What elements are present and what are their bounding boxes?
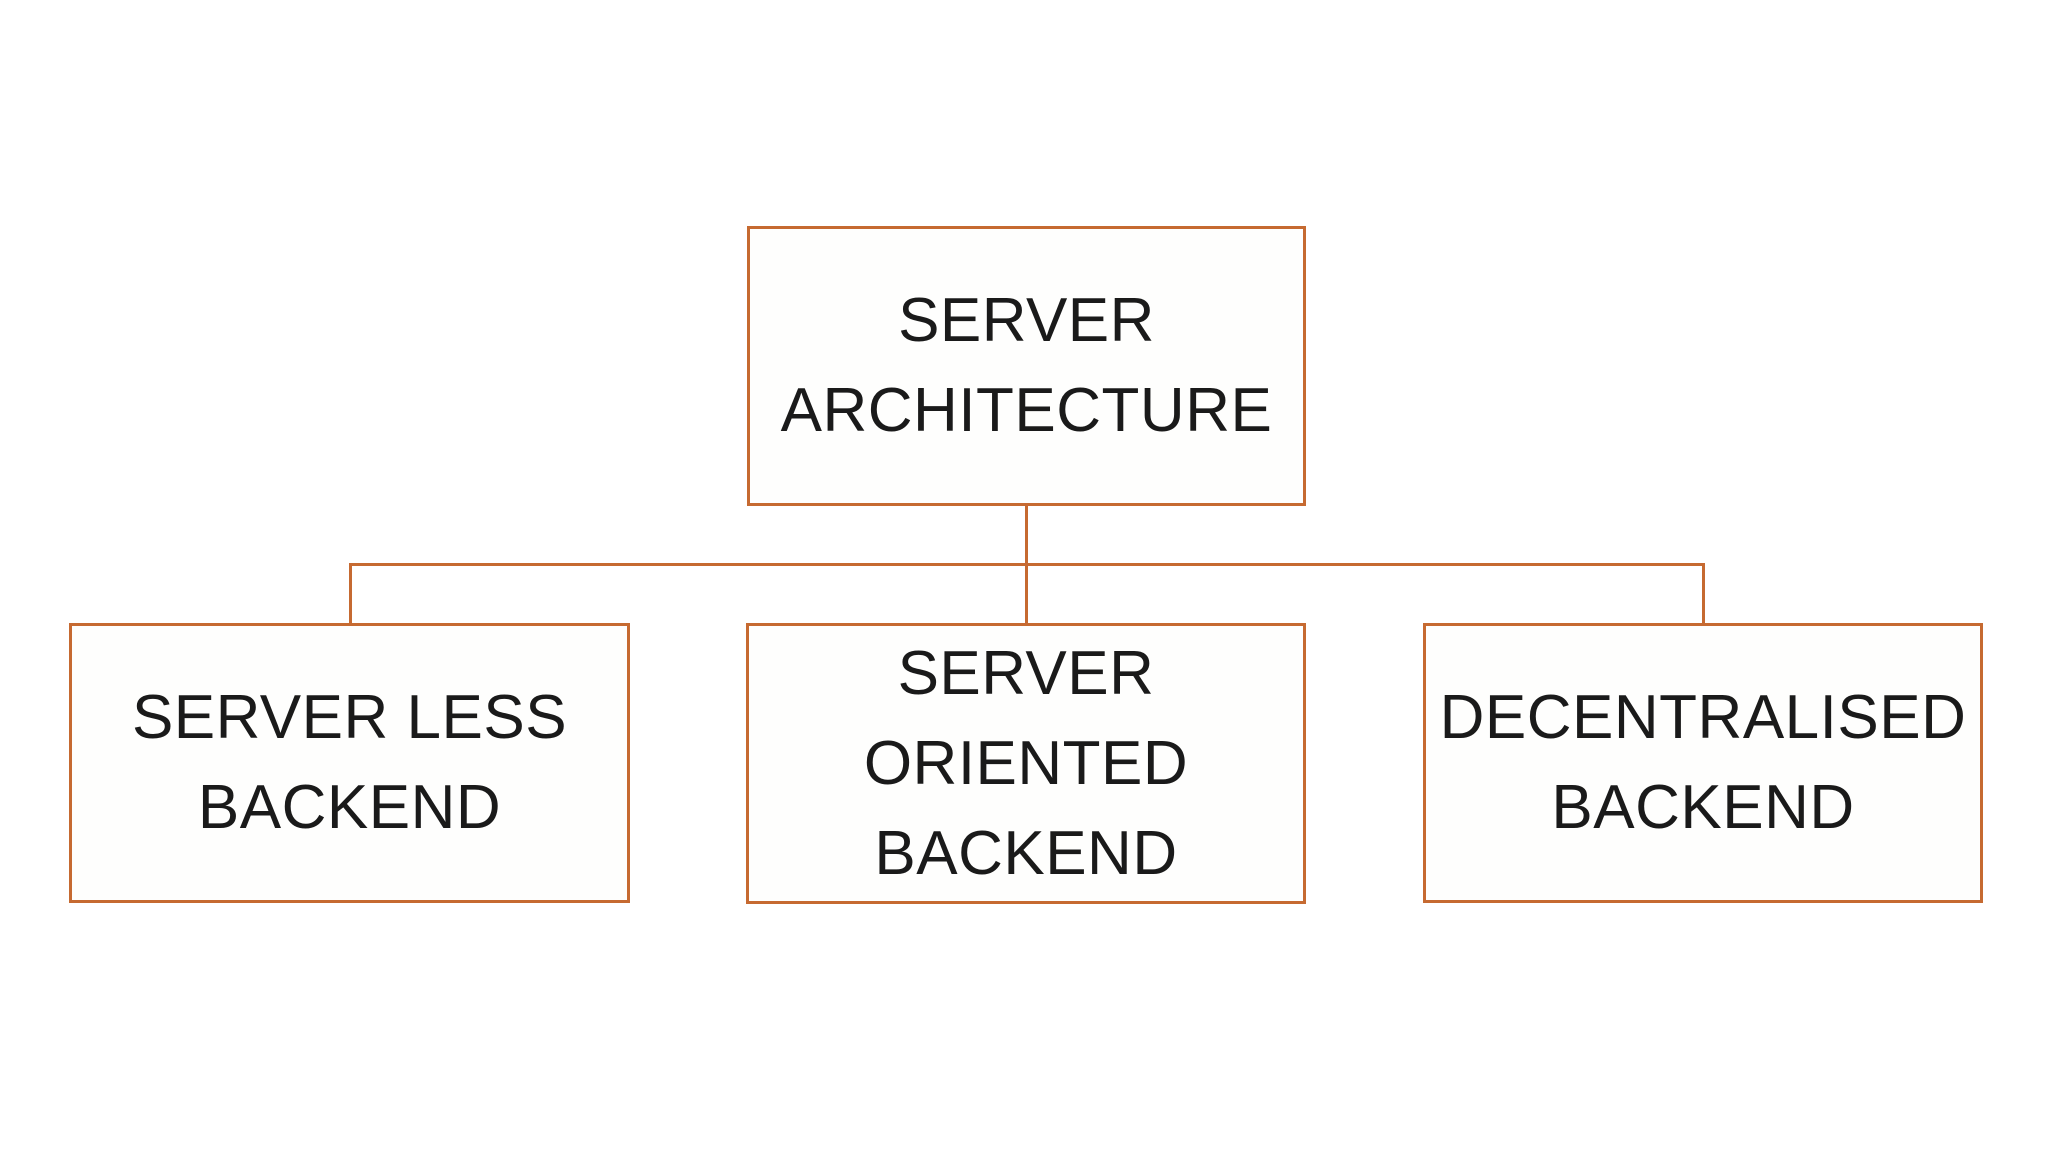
node-server-oriented-backend: SERVER ORIENTED BACKEND (746, 623, 1306, 904)
node-server-less-backend: SERVER LESS BACKEND (69, 623, 630, 903)
connector-drop-center (1025, 563, 1028, 624)
node-label: DECENTRALISED BACKEND (1439, 683, 1967, 842)
node-label: SERVER ORIENTED BACKEND (863, 638, 1189, 888)
node-label: SERVER LESS BACKEND (131, 683, 568, 842)
connector-drop-right (1702, 563, 1705, 624)
node-server-architecture: SERVER ARCHITECTURE (747, 226, 1306, 506)
node-label: SERVER ARCHITECTURE (780, 286, 1273, 445)
node-decentralised-backend: DECENTRALISED BACKEND (1423, 623, 1983, 903)
connector-drop-left (349, 563, 352, 624)
connector-stem (1025, 504, 1028, 566)
